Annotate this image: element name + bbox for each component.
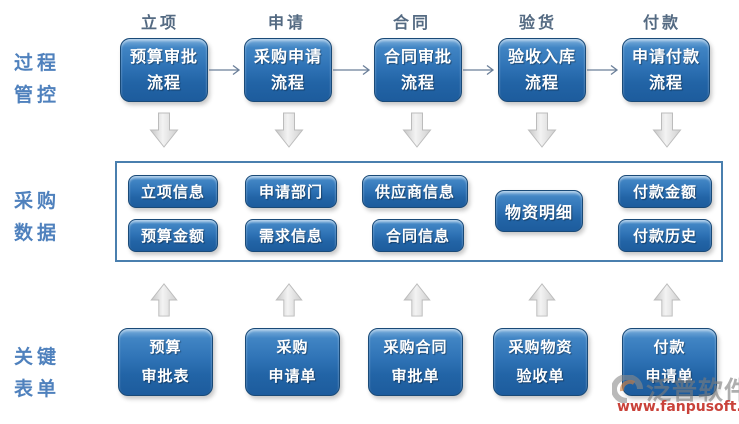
row-label-line: 表单	[14, 378, 61, 400]
form-box-line: 审批表	[141, 367, 190, 385]
row-label-line: 数据	[14, 222, 61, 244]
down-arrow-icon	[527, 112, 557, 148]
up-arrow-icon	[528, 283, 556, 317]
procurement-data-frame	[115, 161, 723, 262]
process-box-line: 流程	[146, 73, 181, 92]
form-box-budget-approval-form: 预算 审批表	[118, 328, 213, 396]
process-box-line: 验收入库	[507, 47, 576, 66]
form-box-purchase-request-form: 采购 申请单	[245, 328, 340, 396]
right-arrow-icon	[209, 64, 241, 76]
data-pill-payment-history: 付款历史	[618, 219, 712, 252]
watermark-brand: 泛普软件	[646, 376, 739, 405]
row-label-line: 过程	[14, 52, 61, 74]
process-box-line: 预算审批	[129, 47, 198, 66]
row-label-line: 关键	[14, 346, 61, 368]
data-pill-request-department: 申请部门	[245, 175, 337, 208]
form-box-line: 验收单	[516, 367, 565, 385]
process-box-payment-request: 申请付款 流程	[622, 38, 710, 102]
data-pill-budget-amount: 预算金额	[128, 219, 218, 252]
right-arrow-icon	[463, 64, 495, 76]
stage-header-payment: 付款	[642, 13, 681, 32]
process-box-line: 流程	[270, 73, 305, 92]
form-box-material-acceptance-form: 采购物资 验收单	[493, 328, 588, 396]
process-box-line: 流程	[648, 73, 683, 92]
fanpu-logo-icon	[612, 375, 643, 403]
data-pill-project-info: 立项信息	[128, 175, 218, 208]
process-box-budget-approval: 预算审批 流程	[120, 38, 208, 102]
stage-header-initiation: 立项	[140, 13, 179, 32]
data-pill-material-detail: 物资明细	[495, 190, 583, 232]
row-label-procurement-data: 采购 数据	[14, 185, 70, 249]
down-arrow-icon	[402, 112, 432, 148]
row-label-line: 采购	[14, 190, 61, 212]
process-box-line: 合同审批	[383, 47, 452, 66]
process-box-line: 采购申请	[253, 47, 322, 66]
up-arrow-icon	[275, 283, 303, 317]
data-pill-demand-info: 需求信息	[245, 219, 337, 252]
form-box-line: 采购物资	[508, 338, 573, 356]
watermark-url: www.fanpusoft.com	[617, 399, 739, 415]
up-arrow-icon	[403, 283, 431, 317]
form-box-contract-approval-form: 采购合同 审批单	[368, 328, 463, 396]
stage-header-inspection: 验货	[518, 13, 557, 32]
process-box-purchase-request: 采购申请 流程	[244, 38, 332, 102]
process-box-line: 流程	[524, 73, 559, 92]
process-box-line: 流程	[400, 73, 435, 92]
up-arrow-icon	[150, 283, 178, 317]
down-arrow-icon	[149, 112, 179, 148]
form-box-line: 申请单	[268, 367, 317, 385]
row-label-process-control: 过程 管控	[14, 47, 70, 111]
form-box-line: 采购合同	[383, 338, 448, 356]
stage-header-contract: 合同	[392, 13, 431, 32]
data-pill-contract-info: 合同信息	[372, 219, 464, 252]
data-pill-payment-amount: 付款金额	[618, 175, 712, 208]
form-box-line: 采购	[276, 338, 309, 356]
data-pill-supplier-info: 供应商信息	[362, 175, 468, 208]
process-box-contract-approval: 合同审批 流程	[374, 38, 462, 102]
row-label-line: 管控	[14, 84, 61, 106]
process-box-line: 申请付款	[631, 47, 700, 66]
right-arrow-icon	[587, 64, 619, 76]
row-label-key-forms: 关键 表单	[14, 341, 70, 405]
down-arrow-icon	[274, 112, 304, 148]
form-box-line: 付款	[653, 338, 686, 356]
down-arrow-icon	[652, 112, 682, 148]
stage-header-application: 申请	[267, 13, 306, 32]
up-arrow-icon	[653, 283, 681, 317]
process-box-receiving-warehousing: 验收入库 流程	[498, 38, 586, 102]
form-box-line: 申请单	[645, 367, 694, 385]
form-box-line: 预算	[149, 338, 182, 356]
right-arrow-icon	[333, 64, 371, 76]
form-box-line: 审批单	[391, 367, 440, 385]
